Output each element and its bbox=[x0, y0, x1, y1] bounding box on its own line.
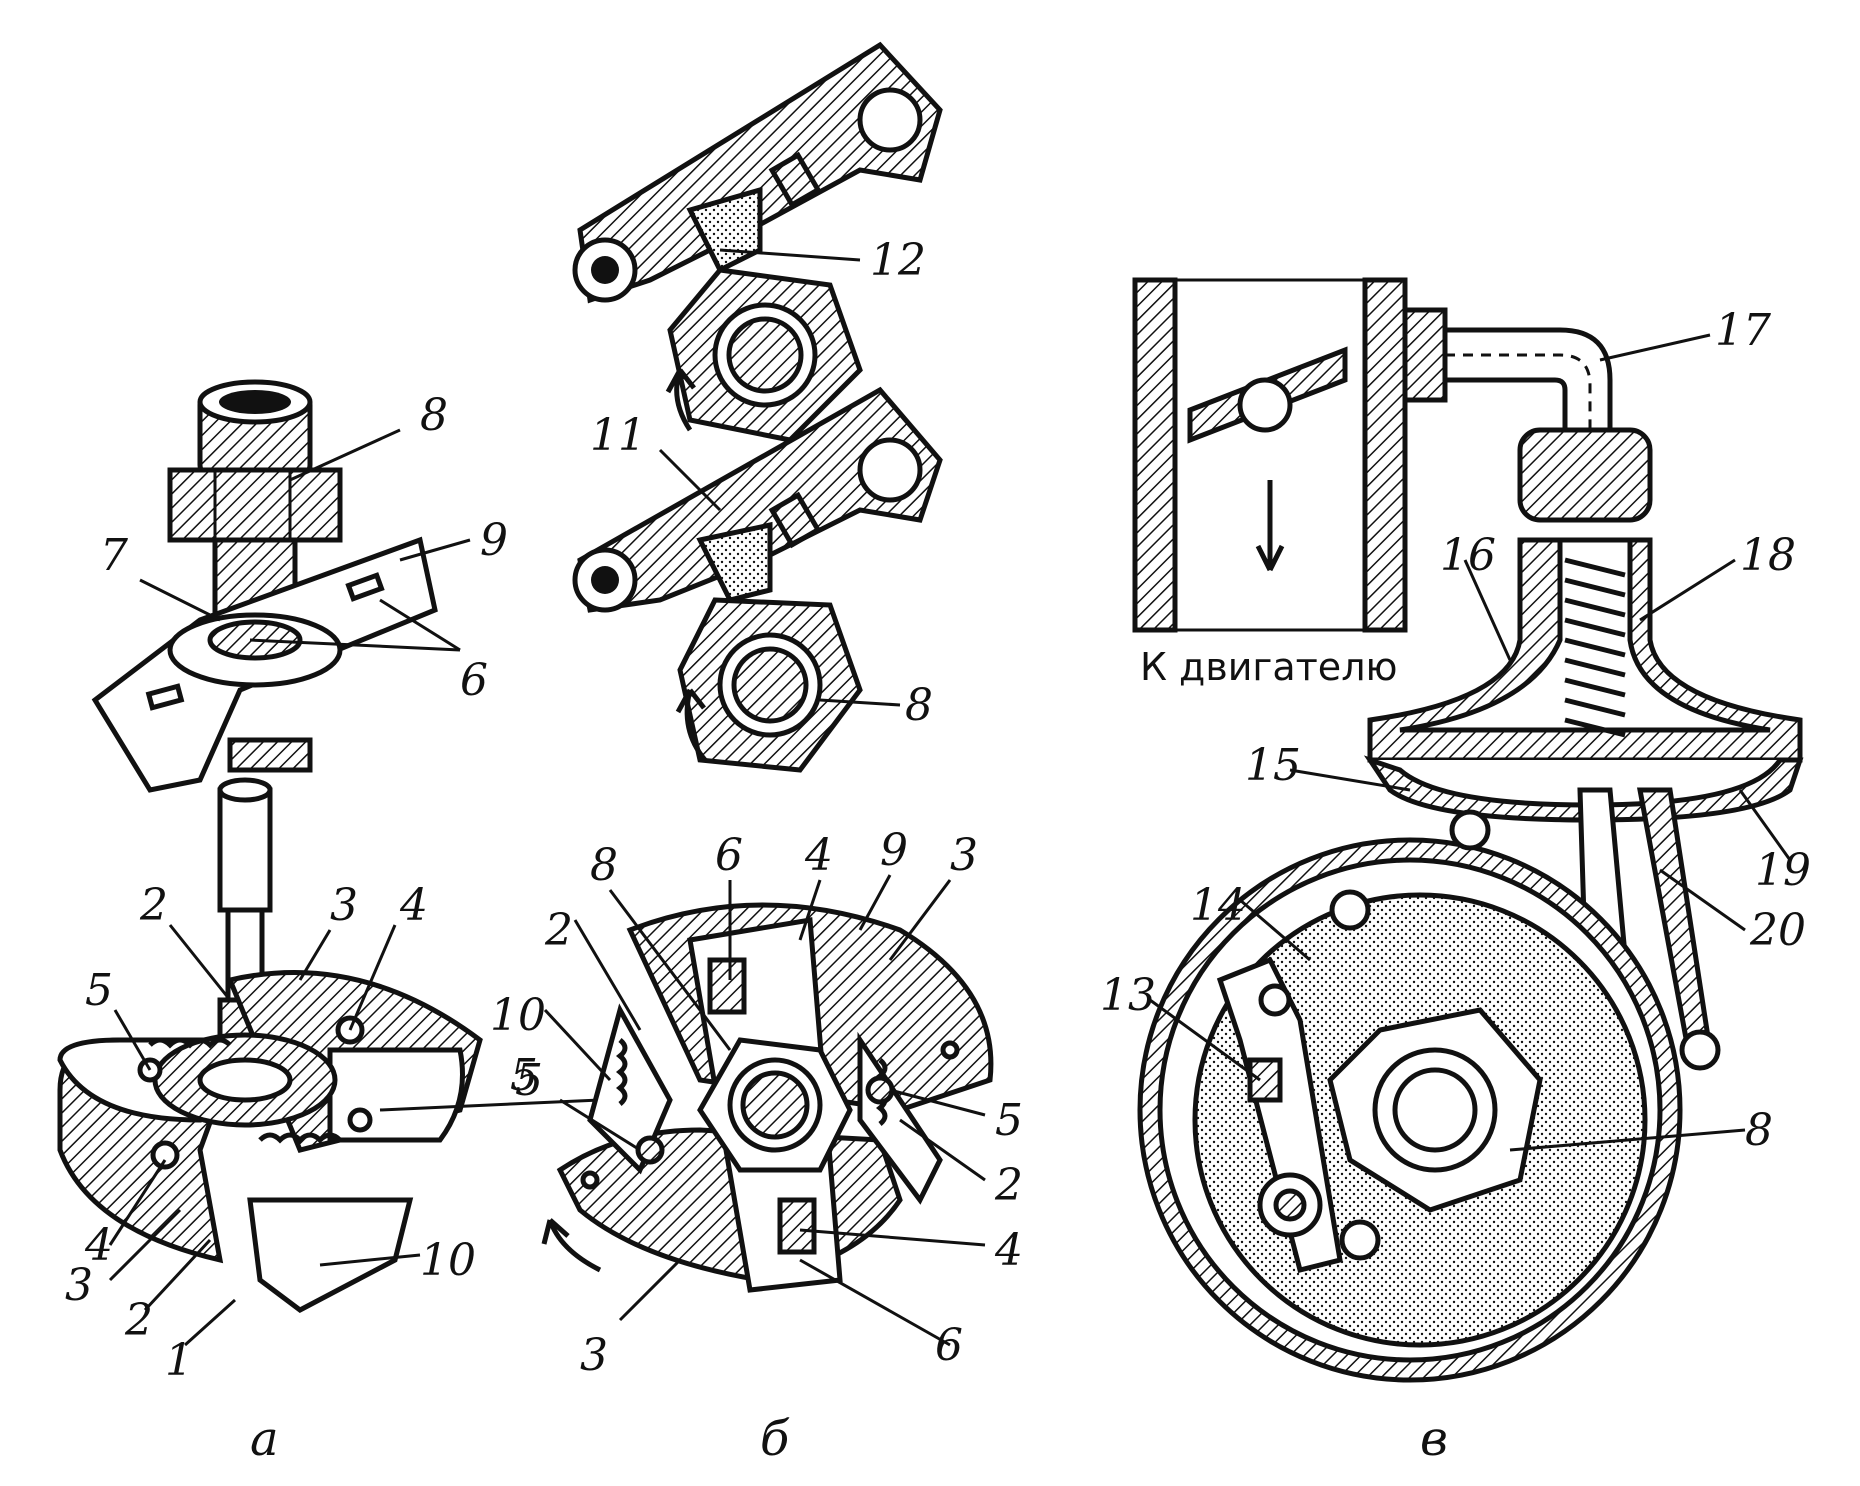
label-a-3-top: 3 bbox=[330, 880, 358, 931]
label-b-3-bottom: 3 bbox=[580, 1330, 608, 1381]
label-b-5-right: 5 bbox=[995, 1095, 1023, 1146]
engine-label: К двигателю bbox=[1140, 645, 1397, 689]
label-b-8: 8 bbox=[590, 840, 618, 891]
label-v-8: 8 bbox=[1745, 1105, 1773, 1156]
label-a-3-bottom: 3 bbox=[65, 1260, 93, 1311]
panel-b-cam-detail bbox=[572, 41, 943, 773]
label-b-9: 9 bbox=[880, 825, 908, 876]
caption-v: в bbox=[1420, 1411, 1448, 1467]
panel-a-assembly bbox=[57, 379, 601, 1347]
label-b-11: 11 bbox=[590, 410, 646, 461]
label-v-18: 18 bbox=[1740, 530, 1796, 581]
labels-panel-v: 17 18 16 15 19 14 20 13 8 К двигателю bbox=[1100, 305, 1811, 1156]
label-a-4-top: 4 bbox=[399, 880, 428, 931]
label-a-7: 7 bbox=[100, 530, 128, 581]
labels-panel-a: 8 9 7 6 2 3 4 5 5 4 3 2 1 10 bbox=[65, 390, 543, 1386]
label-b-6-bottom: 6 bbox=[935, 1320, 963, 1371]
label-v-17: 17 bbox=[1715, 305, 1771, 356]
label-a-4-bottom: 4 bbox=[84, 1220, 113, 1271]
label-b-6-top: 6 bbox=[715, 830, 743, 881]
label-b-2-right: 2 bbox=[994, 1160, 1023, 1211]
label-b-10: 10 bbox=[490, 990, 546, 1041]
label-a-5-left: 5 bbox=[85, 965, 113, 1016]
label-b-8-top: 8 bbox=[905, 680, 933, 731]
label-v-14: 14 bbox=[1190, 880, 1246, 931]
label-a-8: 8 bbox=[420, 390, 448, 441]
caption-a: а bbox=[250, 1411, 279, 1467]
label-b-4-top: 4 bbox=[804, 830, 833, 881]
label-b-4-bottom: 4 bbox=[994, 1225, 1023, 1276]
label-a-5-right: 5 bbox=[515, 1055, 543, 1106]
panel-v-vacuum-advance bbox=[1132, 277, 1804, 1383]
label-b-2-left: 2 bbox=[544, 905, 573, 956]
panel-captions: а б в bbox=[250, 1411, 1448, 1467]
label-a-6: 6 bbox=[460, 655, 488, 706]
label-v-20: 20 bbox=[1749, 905, 1806, 956]
label-b-12: 12 bbox=[870, 235, 926, 286]
label-a-1: 1 bbox=[165, 1335, 193, 1386]
label-v-15: 15 bbox=[1245, 740, 1301, 791]
label-a-10: 10 bbox=[420, 1235, 476, 1286]
label-v-13: 13 bbox=[1100, 970, 1156, 1021]
label-a-2-top: 2 bbox=[139, 880, 168, 931]
label-b-3-top: 3 bbox=[950, 830, 978, 881]
label-b-5-left: 5 bbox=[510, 1050, 538, 1101]
labels-panel-b: 12 11 8 8 6 4 9 3 2 10 5 5 2 4 3 6 bbox=[490, 235, 1023, 1381]
label-v-19: 19 bbox=[1755, 845, 1811, 896]
label-v-16: 16 bbox=[1440, 530, 1496, 581]
caption-b: б bbox=[760, 1411, 790, 1467]
label-a-9: 9 bbox=[480, 515, 508, 566]
panel-b-weights-top-view bbox=[541, 874, 994, 1347]
label-a-2-bottom: 2 bbox=[124, 1295, 153, 1346]
